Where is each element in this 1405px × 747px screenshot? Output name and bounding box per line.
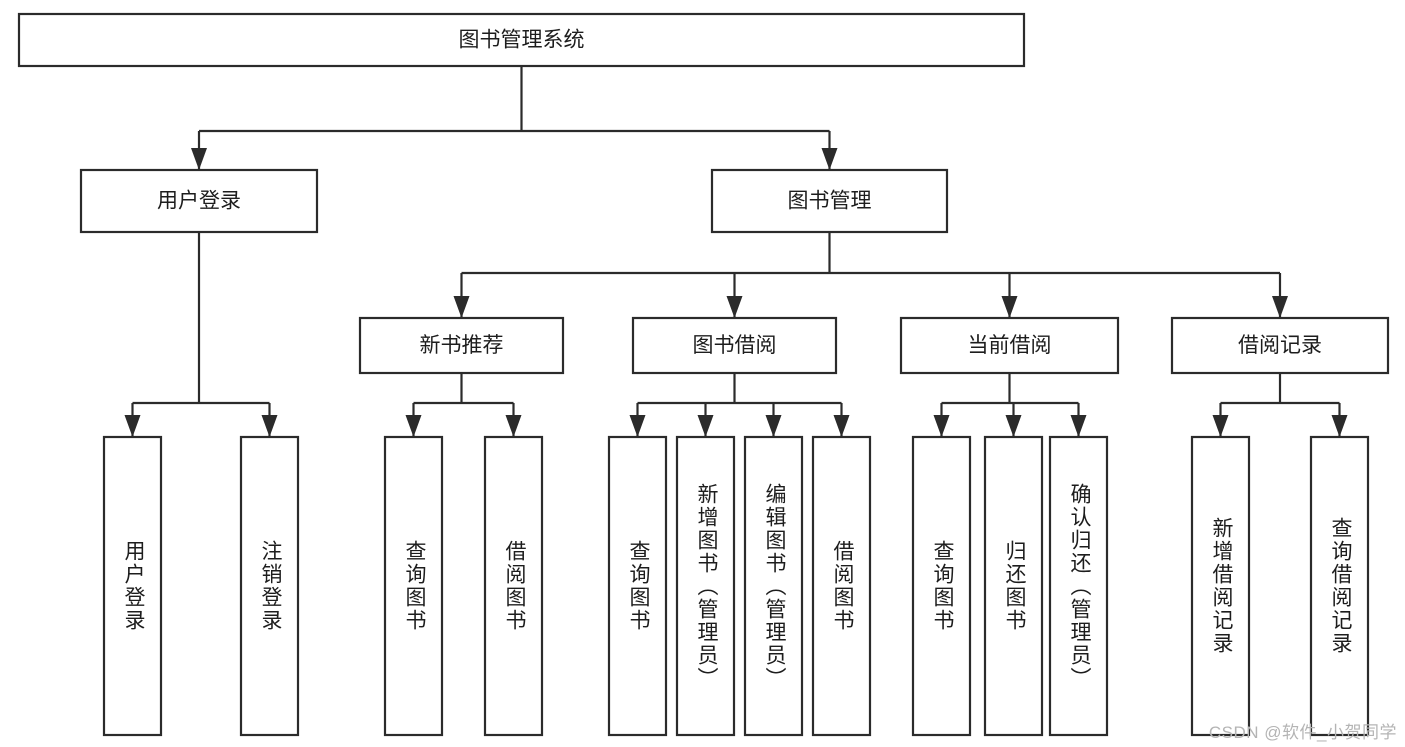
level3-node-2-label: 当前借阅 [968, 334, 1052, 357]
book-mgmt-arrow-2 [1001, 296, 1018, 318]
login-arrow-0 [124, 415, 141, 437]
leaf-node-12[interactable] [1309, 435, 1370, 737]
book-mgmt-arrow-0 [453, 296, 470, 318]
current-arrow-0 [933, 415, 950, 437]
watermark-text: CSDN @软件_小贺同学 [1208, 723, 1397, 742]
root-node-book-system[interactable] [17, 12, 1026, 68]
book-mgmt-arrow-1 [726, 296, 743, 318]
newbook-arrow-1 [505, 415, 522, 437]
leaf-node-2[interactable] [383, 435, 444, 737]
borrow-arrow-1 [697, 415, 714, 437]
level2-node-0[interactable] [79, 168, 319, 234]
borrow-arrow-2 [765, 415, 782, 437]
leaf-node-0[interactable] [102, 435, 163, 737]
root-node-book-system-label: 图书管理系统 [459, 29, 585, 52]
newbook-arrow-0 [405, 415, 422, 437]
leaf-node-8[interactable] [911, 435, 972, 737]
borrow-arrow-3 [833, 415, 850, 437]
login-arrow-1 [261, 415, 278, 437]
level2-node-0-label: 用户登录 [157, 190, 241, 213]
level3-node-3[interactable] [1170, 316, 1390, 375]
leaf-node-7[interactable] [811, 435, 872, 737]
leaf-node-3[interactable] [483, 435, 544, 737]
level3-node-2[interactable] [899, 316, 1120, 375]
level3-node-1[interactable] [631, 316, 838, 375]
borrow-arrow-0 [629, 415, 646, 437]
level3-node-1-label: 图书借阅 [693, 334, 777, 357]
node-layer [17, 12, 1390, 737]
level3-node-0[interactable] [358, 316, 565, 375]
level2-node-1-label: 图书管理 [788, 190, 872, 213]
record-arrow-0 [1212, 415, 1229, 437]
leaf-node-10[interactable] [1048, 435, 1109, 737]
level3-node-3-label: 借阅记录 [1238, 334, 1322, 357]
root-arrow-0 [191, 148, 207, 170]
current-arrow-2 [1070, 415, 1087, 437]
level3-node-0-label: 新书推荐 [420, 334, 504, 357]
leaf-node-4[interactable] [607, 435, 668, 737]
connector-layer [124, 66, 1348, 437]
leaf-node-9[interactable] [983, 435, 1044, 737]
root-arrow-1 [821, 148, 838, 170]
leaf-node-1[interactable] [239, 435, 300, 737]
leaf-node-5[interactable] [675, 435, 736, 737]
leaf-node-6[interactable] [743, 435, 804, 737]
level2-node-1[interactable] [710, 168, 949, 234]
current-arrow-1 [1005, 415, 1022, 437]
record-arrow-1 [1331, 415, 1348, 437]
book-mgmt-arrow-3 [1272, 296, 1288, 318]
leaf-node-11[interactable] [1190, 435, 1251, 737]
